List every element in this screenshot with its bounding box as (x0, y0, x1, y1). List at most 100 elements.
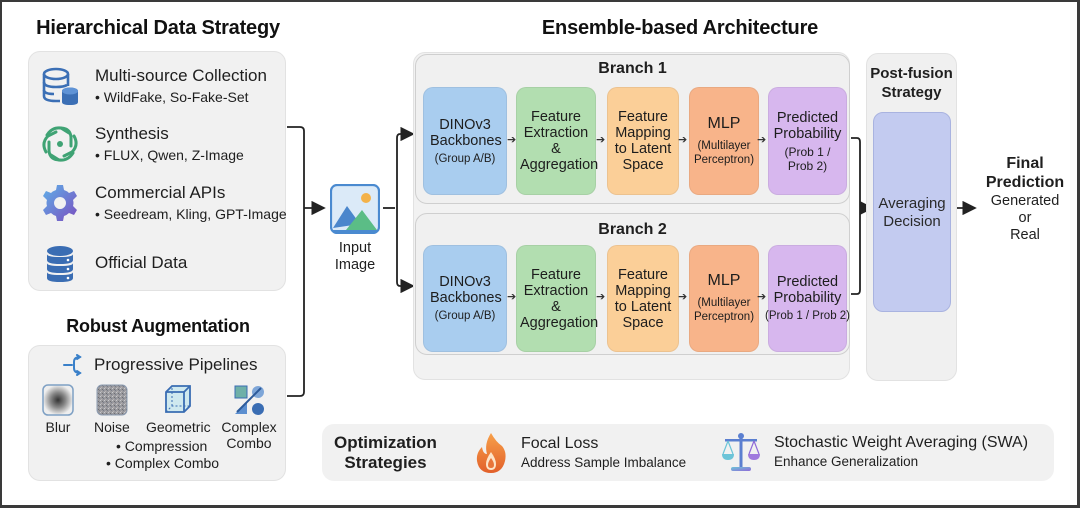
stage-label: DINOv3 Backbones (430, 274, 502, 306)
averaging-decision-box: Averaging Decision (873, 112, 951, 312)
branch-bracket (396, 133, 411, 287)
branch-flow-icon (62, 354, 86, 376)
server-database-icon (40, 244, 80, 284)
database-stack-icon (40, 66, 80, 106)
augmentation-geometric: Geometric (146, 384, 211, 435)
flow-arrow: ➔ (596, 291, 606, 303)
progressive-pipelines-label: Progressive Pipelines (94, 355, 258, 374)
optimization-title: Focal Loss (521, 435, 599, 452)
branch-title: Branch 2 (598, 221, 667, 238)
flow-arrow: ➔ (757, 291, 767, 303)
optimization-focal-loss: Focal Loss Address Sample Imbalance (474, 432, 686, 474)
post-fusion-heading-line: Post-fusion (870, 65, 953, 82)
stage-label: Predicted Probability (773, 274, 842, 306)
stage-label: Feature Mapping to Latent Space (614, 266, 672, 331)
stage-dinov3-backbones: DINOv3 Backbones (Group A/B) (423, 245, 507, 352)
augmentation-noise: Noise (94, 384, 130, 435)
noise-icon (96, 384, 128, 416)
merge-bracket (851, 137, 861, 295)
flow-arrow: ➔ (757, 134, 767, 146)
stage-feature-extraction: Feature Extraction & Aggregation (516, 87, 599, 195)
openai-knot-icon (40, 124, 80, 164)
final-output-line: Real (1010, 227, 1040, 243)
stage-mlp: MLP (Multilayer Perceptron) (689, 87, 759, 195)
balance-scale-icon (722, 432, 760, 472)
data-source-title: Multi-source Collection (95, 66, 267, 85)
stage-mlp: MLP (Multilayer Perceptron) (689, 245, 759, 352)
branch-title: Branch 1 (598, 60, 667, 77)
stage-predicted-probability: Predicted Probability (Prob 1 / Prob 2) (768, 87, 847, 195)
final-prediction: Final Prediction Generated or Real (975, 154, 1075, 244)
data-strategy-heading: Hierarchical Data Strategy (36, 17, 280, 39)
flame-icon (474, 432, 508, 474)
averaging-label-line: Averaging (878, 195, 946, 212)
data-bracket (287, 126, 305, 397)
image-icon (330, 184, 380, 234)
data-source-commercial-apis: Commercial APIs • Seedream, Kling, GPT-I… (40, 183, 287, 224)
data-source-sub: • Seedream, Kling, GPT-Image (95, 206, 287, 222)
input-image-label: Input Image (320, 240, 390, 274)
final-output-line: or (1018, 210, 1032, 226)
optimization-heading: Optimization Strategies (334, 433, 437, 473)
stage-label: MLP (707, 272, 741, 289)
stage-label: MLP (707, 114, 741, 132)
stage-sublabel: (Group A/B) (434, 152, 496, 165)
final-heading-line: Final (1006, 155, 1044, 172)
architecture-heading: Ensemble-based Architecture (541, 17, 819, 39)
gear-icon (40, 183, 80, 223)
stage-sublabel: (Prob 1 / Prob 2) (784, 144, 831, 173)
post-fusion-heading-line: Strategy (881, 84, 942, 101)
data-source-multi-source: Multi-source Collection • WildFake, So-F… (40, 66, 267, 107)
stage-dinov3-backbones: DINOv3 Backbones (Group A/B) (423, 87, 507, 195)
augmentation-heading: Robust Augmentation (66, 316, 250, 336)
optimization-title: Stochastic Weight Averaging (SWA) (774, 434, 1029, 451)
stage-feature-mapping: Feature Mapping to Latent Space (607, 245, 679, 352)
augmentation-label: Noise (94, 419, 130, 435)
input-label-line: Image (334, 257, 376, 273)
data-source-synthesis: Synthesis • FLUX, Qwen, Z-Image (40, 124, 244, 165)
flow-arrow: ➔ (678, 291, 688, 303)
data-source-sub: • FLUX, Qwen, Z-Image (95, 147, 244, 163)
final-output-line: Generated (990, 193, 1060, 209)
flow-arrow: ➔ (507, 291, 517, 303)
shapes-combo-icon (233, 384, 265, 416)
optimization-swa: Stochastic Weight Averaging (SWA) Enhanc… (722, 432, 1028, 472)
augmentation-label: Complex Combo (221, 419, 277, 451)
stage-sublabel: (Prob 1 / Prob 2) (765, 310, 851, 322)
stage-label: Feature Extraction & Aggregation (520, 109, 599, 173)
cube-icon (162, 384, 194, 416)
progressive-pipelines: Progressive Pipelines (62, 354, 257, 376)
optimization-sub: Address Sample Imbalance (521, 455, 687, 470)
flow-arrow: ➔ (596, 134, 606, 146)
augmentation-bullet: • Complex Combo (106, 455, 220, 471)
data-source-title: Commercial APIs (95, 183, 226, 202)
augmentation-blur: Blur (42, 384, 74, 435)
augmentation-label: Blur (45, 419, 71, 435)
optimization-panel: Optimization Strategies Focal Loss Addre… (322, 424, 1054, 481)
stage-label: Feature Mapping to Latent Space (614, 109, 672, 173)
blur-icon (42, 384, 74, 416)
data-source-sub: • WildFake, So-Fake-Set (95, 89, 249, 105)
stage-feature-extraction: Feature Extraction & Aggregation (516, 245, 599, 352)
stage-predicted-probability: Predicted Probability (Prob 1 / Prob 2) (765, 245, 851, 352)
stage-sublabel: (Multilayer Perceptron) (693, 139, 755, 166)
augmentation-label: Geometric (146, 419, 211, 435)
data-source-title: Synthesis (95, 124, 169, 143)
stage-label: Feature Extraction & Aggregation (520, 266, 599, 331)
flow-arrow: ➔ (507, 134, 517, 146)
averaging-label-line: Decision (883, 213, 941, 230)
data-source-title: Official Data (95, 253, 188, 272)
flow-arrow: ➔ (678, 134, 688, 146)
optimization-heading-line: Strategies (344, 453, 427, 472)
input-label-line: Input (338, 240, 372, 256)
stage-label: DINOv3 Backbones (430, 116, 502, 149)
stage-feature-mapping: Feature Mapping to Latent Space (607, 87, 679, 195)
post-fusion-heading: Post-fusion Strategy (866, 64, 957, 102)
optimization-heading-line: Optimization (334, 433, 437, 452)
data-source-official: Official Data (40, 244, 187, 284)
stage-sublabel: (Group A/B) (434, 310, 496, 322)
stage-label: Predicted Probability (773, 109, 842, 142)
stage-sublabel: (Multilayer Perceptron) (693, 297, 755, 323)
